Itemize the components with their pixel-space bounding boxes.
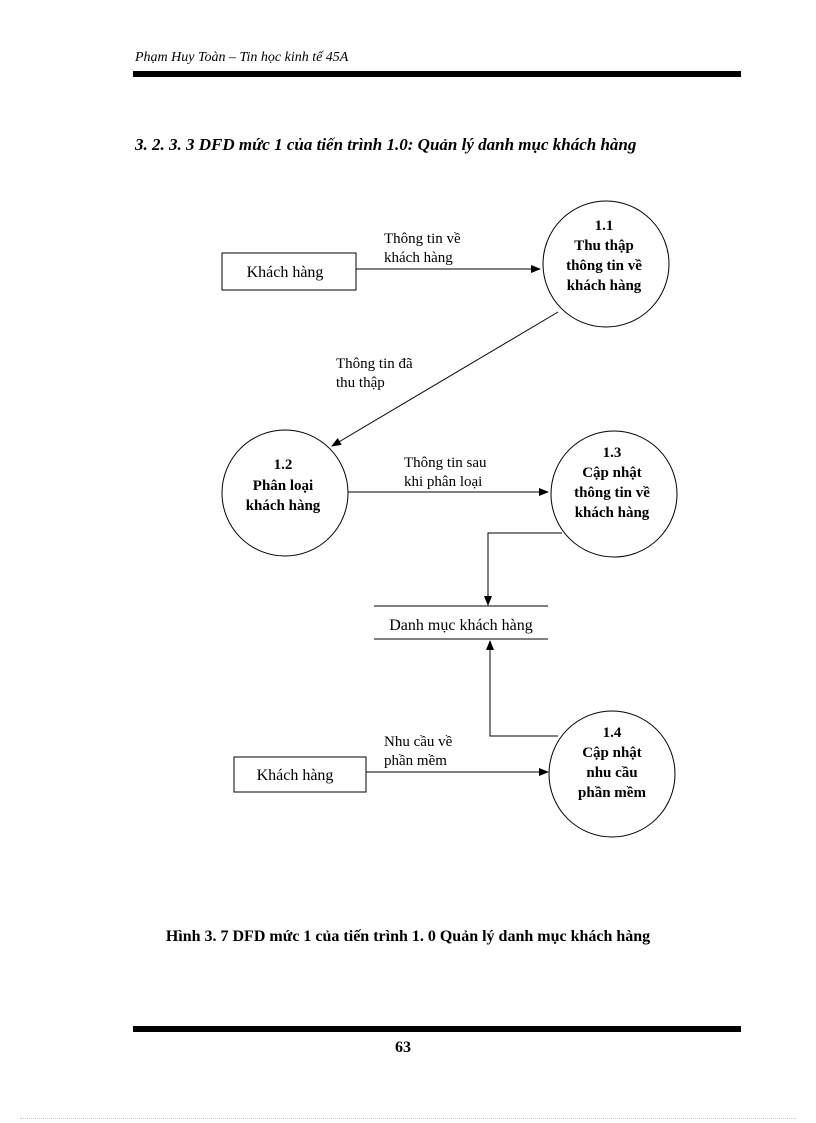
flow-customer-info-line-2: khách hàng (384, 250, 453, 266)
figure-caption: Hình 3. 7 DFD mức 1 của tiến trình 1. 0 … (165, 928, 651, 945)
header-rule (133, 71, 741, 77)
entity-customer-top-label: Khách hàng (247, 264, 324, 281)
process-1-3-line-3: khách hàng (575, 505, 650, 521)
process-1-3 (550, 430, 678, 558)
process-1-4-id: 1.4 (603, 725, 622, 741)
section-heading: 3. 2. 3. 3 DFD mức 1 của tiến trình 1.0:… (135, 135, 637, 154)
process-1-1-line-3: khách hàng (567, 278, 642, 294)
flow-collected-info-arrow (331, 311, 559, 447)
flow-needs-store-arrow (486, 640, 558, 737)
process-1-3-line-1: Cập nhật (582, 465, 642, 481)
process-1-1-line-1: Thu thập (574, 238, 634, 254)
footer-rule (133, 1026, 741, 1032)
datastore-label: Danh mục khách hàng (389, 617, 533, 634)
process-1-3-id: 1.3 (603, 445, 622, 461)
process-1-4-line-2: nhu cầu (586, 765, 637, 781)
process-1-4-line-1: Cập nhật (582, 745, 642, 761)
process-1-2-id: 1.2 (274, 457, 293, 473)
process-1-1 (542, 200, 670, 328)
flow-software-needs-line-1: Nhu cầu về (384, 734, 453, 750)
process-1-1-id: 1.1 (595, 218, 614, 234)
process-1-4 (548, 710, 676, 838)
flow-customer-info-line-1: Thông tin về (384, 231, 461, 247)
process-1-2 (221, 429, 349, 557)
flow-classified-info-line-1: Thông tin sau (404, 455, 487, 471)
entity-customer-top-box (221, 252, 357, 291)
page-number: 63 (395, 1039, 411, 1056)
flow-update-store-arrow (484, 532, 562, 606)
page-edge-dots (20, 1118, 796, 1119)
process-1-3-line-2: thông tin về (574, 485, 650, 501)
flow-software-needs-line-2: phần mềm (384, 753, 447, 769)
process-1-2-line-1: Phân loại (253, 478, 313, 494)
process-1-1-line-2: thông tin về (566, 258, 642, 274)
flow-collected-info-line-1: Thông tin đã (336, 356, 413, 372)
process-1-2-line-2: khách hàng (246, 498, 321, 514)
process-1-4-line-3: phần mềm (578, 785, 646, 801)
entity-customer-bottom-box (233, 756, 367, 793)
entity-customer-bottom-label: Khách hàng (257, 767, 334, 784)
flow-classified-info-line-2: khi phân loại (404, 474, 482, 490)
flow-collected-info-line-2: thu thập (336, 375, 385, 391)
running-header: Phạm Huy Toàn – Tin học kinh tế 45A (135, 50, 349, 65)
